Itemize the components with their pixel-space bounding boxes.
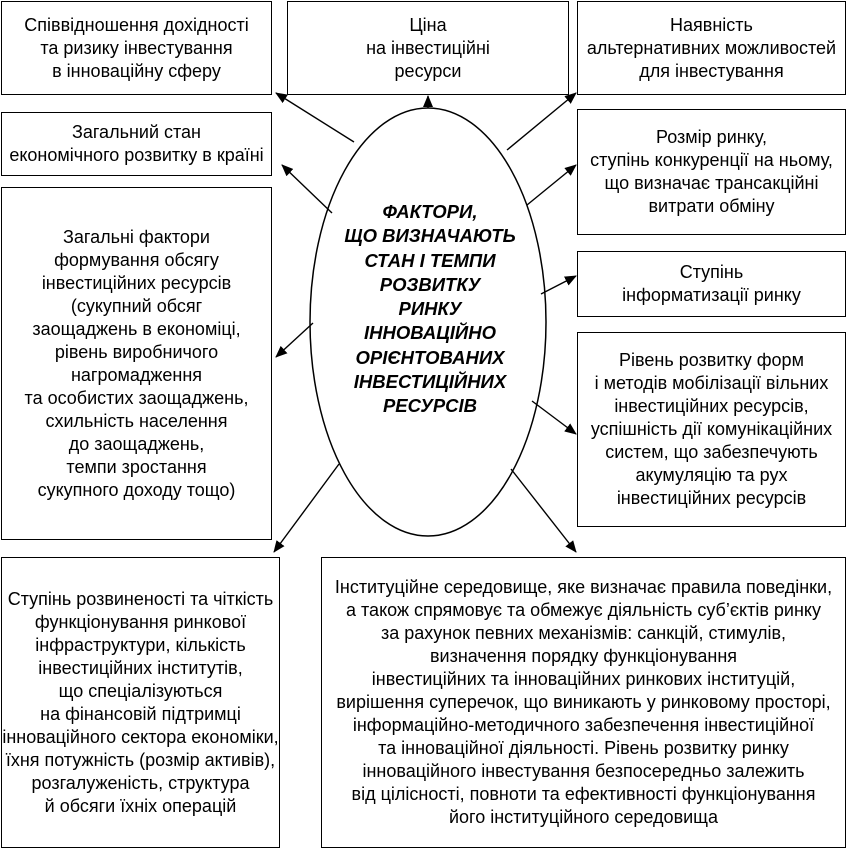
factor-price-line: на інвестиційні — [366, 37, 490, 58]
center-title-line: РЕСУРСІВ — [382, 395, 478, 417]
factor-mobilization-line: успішність дії комунікаційних — [590, 419, 833, 439]
factor-institutional-line: інформаційно-методичного забезпечення ін… — [352, 715, 815, 735]
center-title-line: ЩО ВИЗНАЧАЮТЬ — [344, 225, 516, 247]
factor-general-factors-line: (сукупний обсяг — [70, 295, 203, 316]
factor-market-size-line: витрати обміну — [648, 196, 775, 216]
factor-institutional-line: та інноваційної діяльності. Рівень розви… — [378, 738, 789, 758]
arrow-to-informatization — [540, 275, 577, 295]
factor-general-state-line: Загальний стан — [72, 122, 201, 142]
factor-general-state-line: економічного розвитку в країні — [9, 145, 264, 165]
factor-general-factors-line: заощаджень в економіці, — [32, 318, 241, 339]
factor-general-factors-line: Загальні фактори — [63, 226, 210, 247]
factor-infrastructure-line: їхня потужність (розмір активів), — [5, 749, 276, 770]
center-title-line: ОРІЄНТОВАНИХ — [355, 346, 505, 368]
factor-mobilization-line: акумуляцію та рух — [635, 465, 788, 485]
factor-general-factors-line: формування обсягу — [54, 249, 219, 270]
factor-institutional-line: Інституційне середовище, яке визначає пр… — [334, 577, 833, 597]
center-title-line: РОЗВИТКУ — [379, 273, 481, 295]
factor-institutional-line: його інституційного середовища — [448, 807, 718, 827]
factor-risk-return-line: в інноваційну сферу — [52, 60, 221, 81]
factor-informatization: Ступінь інформатизації ринку — [577, 251, 846, 317]
factor-general-factors-line: до заощаджень, — [68, 433, 205, 454]
arrow-to-general-state — [281, 164, 333, 214]
factor-infrastructure-line: інноваційного сектора економіки, — [2, 726, 279, 747]
factor-infrastructure-line: що спеціалізуються — [58, 680, 223, 701]
factor-market-size: Розмір ринку, ступінь конкуренції на ньом… — [577, 109, 846, 235]
factor-mobilization-line: Рівень розвитку форм — [619, 350, 804, 370]
factor-institutional-line: інноваційного інвестування безпосередньо… — [362, 761, 805, 781]
factor-mobilization-line: інвестиційних ресурсів, — [614, 396, 809, 416]
factor-infrastructure-line: Ступінь розвиненості та чіткість — [7, 588, 274, 609]
factor-institutional: Інституційне середовище, яке визначає пр… — [321, 557, 846, 848]
factor-infrastructure-line: функціонування ринкової — [34, 611, 247, 632]
factor-general-factors-line: нагромадження — [70, 364, 203, 385]
factor-general-factors-line: сукупного доходу тощо) — [37, 479, 236, 500]
factor-general-factors-line: інвестиційних ресурсів — [41, 272, 232, 293]
center-title-line: РИНКУ — [398, 298, 462, 320]
factor-informatization-line: інформатизації ринку — [622, 285, 801, 305]
factor-price-line: Ціна — [409, 14, 447, 35]
factor-infrastructure-line: розгалуженість, структура — [31, 772, 250, 793]
factor-informatization-line: Ступінь — [679, 262, 744, 282]
factor-market-size-line: що визначає трансакційні — [604, 173, 819, 193]
factor-infrastructure-line: інвестиційних інститутів, — [38, 657, 243, 678]
factor-infrastructure-line: на фінансовій підтримці — [40, 703, 241, 724]
arrow-to-alternatives — [506, 92, 577, 151]
factor-mobilization-line: систем, що забезпечують — [605, 442, 818, 462]
factor-mobilization-line: інвестиційних ресурсів — [616, 488, 807, 508]
arrow-to-institutional — [510, 468, 577, 553]
center-title-line: СТАН І ТЕМПИ — [364, 249, 496, 271]
factor-alternatives-line: альтернативних можливостей — [586, 37, 837, 58]
arrow-to-mobilization — [531, 400, 577, 435]
factor-market-size-line: ступінь конкуренції на ньому, — [590, 150, 833, 170]
factor-general-factors-line: рівень виробничого — [54, 341, 219, 362]
factor-market-size-line: Розмір ринку, — [656, 127, 767, 147]
center-title-line: ІНВЕСТИЦІЙНИХ — [353, 371, 507, 393]
factor-price-line: ресурси — [394, 60, 462, 81]
arrow-to-general-factors — [275, 322, 314, 358]
factor-institutional-line: від цілісності, повноти та ефективності … — [351, 784, 816, 804]
factor-mobilization: Рівень розвитку форм і методів мобілізаці… — [577, 332, 846, 527]
factor-alternatives-line: для інвестування — [639, 60, 784, 81]
factor-institutional-line: вирішення суперечок, що виникають у ринк… — [336, 692, 831, 712]
arrow-to-market-size — [526, 164, 577, 206]
center-title-line: ІННОВАЦІЙНО — [364, 322, 496, 344]
center-title-line: ФАКТОРИ, — [382, 201, 478, 222]
factor-risk-return-line: Співвідношення дохідності — [24, 14, 249, 35]
factor-institutional-line: а також спрямовує та обмежує діяльність … — [346, 600, 821, 620]
factor-general-factors-line: схильність населення — [45, 410, 228, 431]
factor-risk-return-line: та ризику інвестування — [40, 37, 233, 58]
factor-general-factors-line: темпи зростання — [66, 456, 207, 477]
factor-institutional-line: визначення порядку функціонування — [429, 646, 738, 666]
arrow-to-infrastructure — [273, 463, 340, 553]
factor-infrastructure-line: й обсяги їхніх операцій — [44, 795, 237, 816]
factor-alternatives-line: Наявність — [670, 14, 753, 35]
factor-general-state: Загальний стан економічного розвитку в кр… — [1, 112, 272, 176]
factor-general-factors-line: та особистих заощаджень, — [24, 387, 249, 408]
arrow-to-risk-return — [275, 92, 355, 143]
factor-infrastructure-line: інфраструктури, кількість — [35, 634, 246, 655]
factor-mobilization-line: і методів мобілізації вільних — [594, 373, 829, 393]
factor-institutional-line: за рахунок певних механізмів: санкцій, с… — [380, 623, 787, 643]
factor-institutional-line: інвестиційних та інноваційних ринкових і… — [371, 669, 796, 689]
